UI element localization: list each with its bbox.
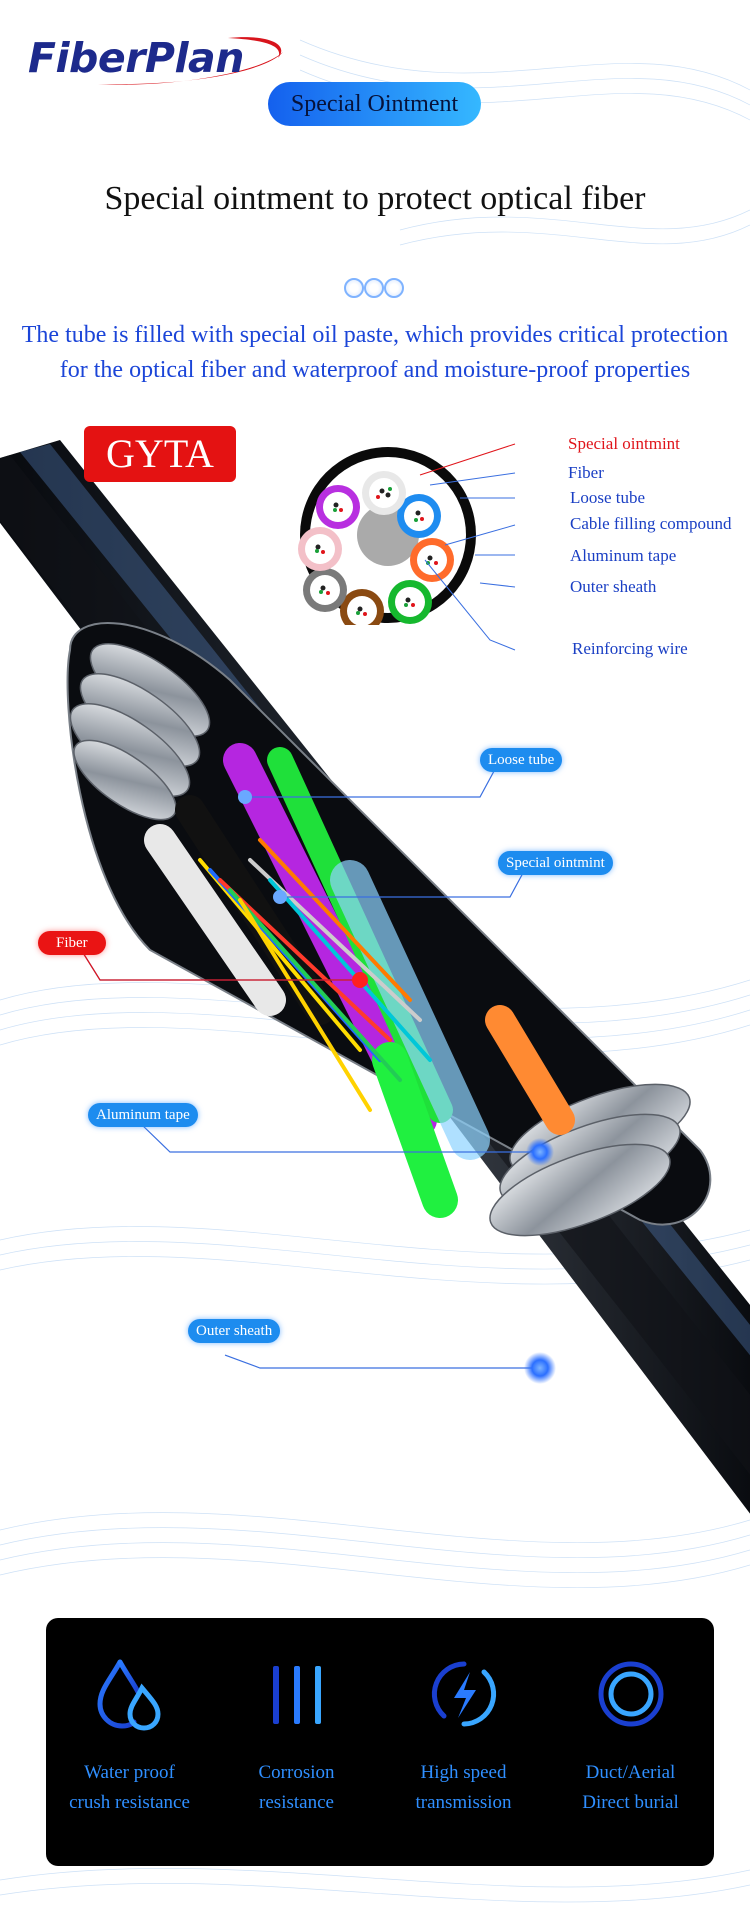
label-cable-filling-compound: Cable filling compound bbox=[570, 514, 732, 533]
features-panel: Water proof crush resistance Corrosion r… bbox=[46, 1618, 714, 1866]
feature-line-1: High speed bbox=[420, 1762, 507, 1783]
feature-high-speed: High speed transmission bbox=[380, 1618, 547, 1866]
water-drops-icon bbox=[96, 1659, 161, 1731]
description-text: The tube is filled with special oil past… bbox=[20, 318, 730, 388]
feature-line-2: crush resistance bbox=[69, 1792, 190, 1813]
description-line-1: The tube is filled with special oil past… bbox=[21, 322, 729, 348]
dot-icon bbox=[364, 278, 384, 298]
dot-icon bbox=[344, 278, 364, 298]
feature-line-2: Direct burial bbox=[582, 1792, 679, 1813]
callout-outer-sheath: Outer sheath bbox=[188, 1319, 281, 1343]
feature-duct-aerial: Duct/Aerial Direct burial bbox=[547, 1618, 714, 1866]
fiberplan-logo: FiberPlan bbox=[28, 30, 288, 90]
label-special-ointment: Special ointmint bbox=[568, 434, 680, 453]
page-headline: Special ointment to protect optical fibe… bbox=[104, 180, 646, 217]
cable-cross-section-diagram bbox=[298, 447, 476, 625]
label-reinforcing-wire: Reinforcing wire bbox=[572, 639, 688, 658]
cable-illustration bbox=[0, 440, 750, 1514]
description-line-2: for the optical fiber and waterproof and… bbox=[59, 357, 691, 383]
dot-icon bbox=[384, 278, 404, 298]
logo-text: FiberPlan bbox=[28, 34, 244, 82]
feature-label: Corrosion resistance bbox=[213, 1758, 380, 1818]
model-badge: GYTA bbox=[84, 426, 236, 482]
callout-loose-tube: Loose tube bbox=[480, 748, 563, 772]
decorative-dots bbox=[344, 278, 406, 298]
section-pill-title: Special Ointment bbox=[268, 82, 481, 126]
label-outer-sheath: Outer sheath bbox=[570, 577, 657, 596]
label-aluminum-tape: Aluminum tape bbox=[570, 546, 677, 565]
feature-water-proof: Water proof crush resistance bbox=[46, 1618, 213, 1866]
callout-special-ointment: Special ointmint bbox=[498, 851, 613, 875]
label-loose-tube: Loose tube bbox=[570, 488, 646, 507]
feature-line-2: transmission bbox=[415, 1792, 512, 1813]
feature-label: Duct/Aerial Direct burial bbox=[547, 1758, 714, 1818]
callout-fiber: Fiber bbox=[38, 931, 106, 955]
lightning-bolt-icon bbox=[431, 1661, 496, 1727]
feature-corrosion-resistance: Corrosion resistance bbox=[213, 1618, 380, 1866]
concentric-rings-icon bbox=[598, 1661, 663, 1727]
label-fiber: Fiber bbox=[568, 463, 604, 482]
corrosion-bars-icon bbox=[272, 1666, 321, 1724]
cross-section-leader-lines bbox=[419, 443, 516, 651]
feature-line-1: Duct/Aerial bbox=[585, 1762, 676, 1783]
logo-swoosh-icon bbox=[98, 37, 283, 85]
feature-line-2: resistance bbox=[259, 1792, 334, 1813]
feature-label: Water proof crush resistance bbox=[46, 1758, 213, 1818]
callout-aluminum-tape: Aluminum tape bbox=[88, 1103, 198, 1127]
feature-label: High speed transmission bbox=[380, 1758, 547, 1818]
feature-line-1: Water proof bbox=[84, 1762, 175, 1783]
feature-line-1: Corrosion bbox=[258, 1762, 335, 1783]
